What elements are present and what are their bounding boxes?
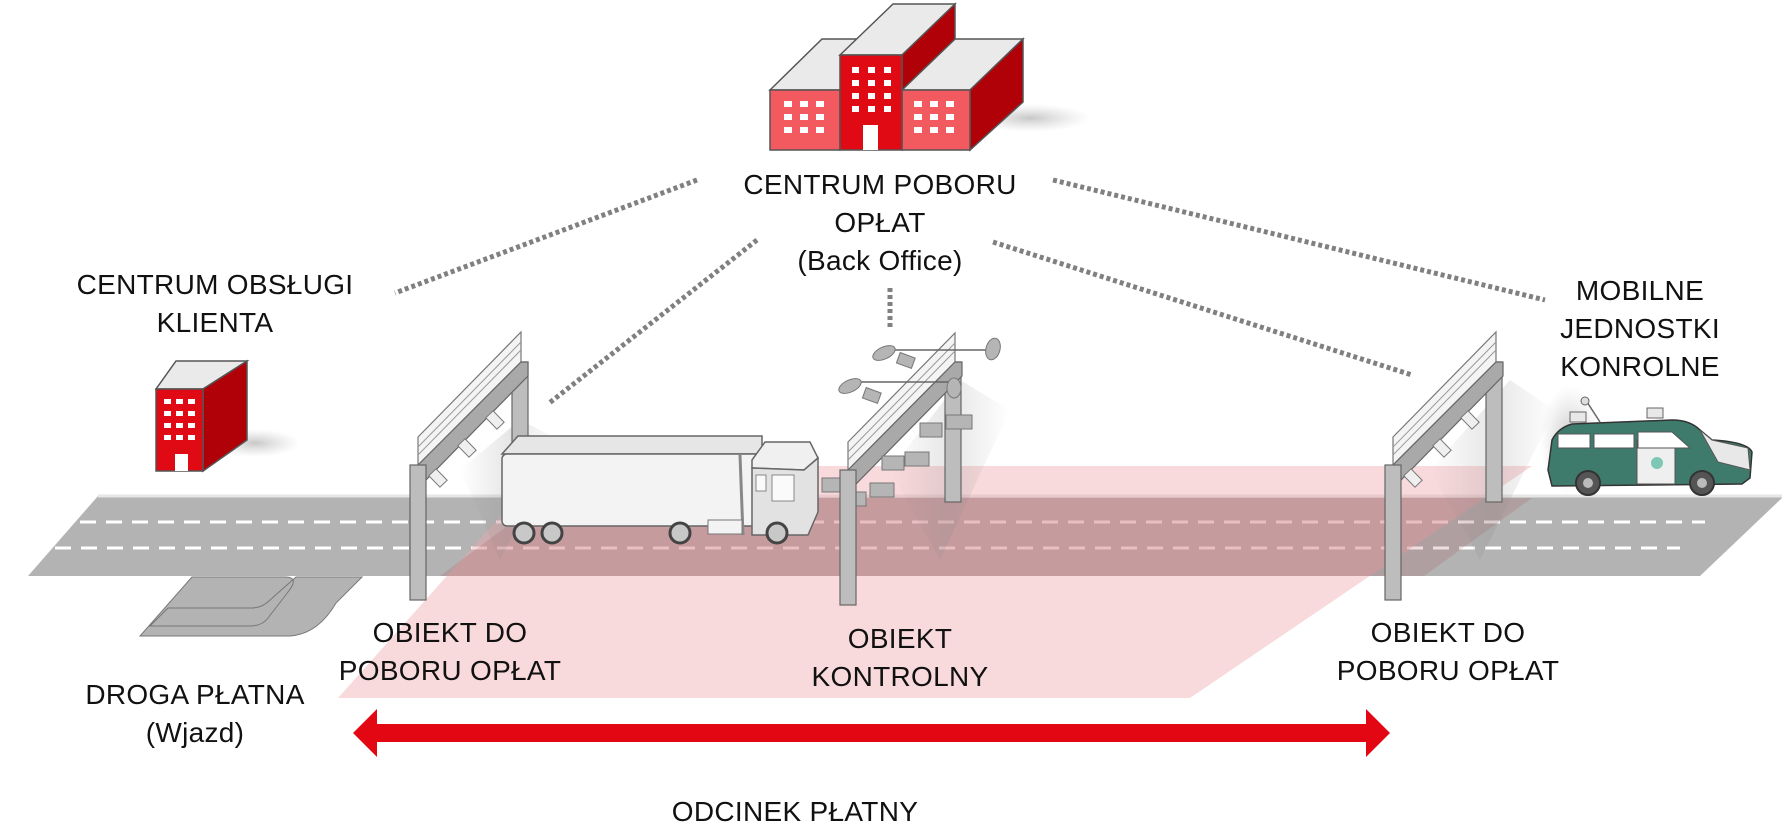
toll-gantry-right-line1: OBIEKT DO <box>1370 617 1526 648</box>
mobile-units-line2: JEDNOSTKI <box>1560 313 1720 344</box>
patrol-car-icon[interactable] <box>1540 385 1753 496</box>
office-building-icon[interactable] <box>154 359 300 473</box>
back-office-label: CENTRUM POBORU OPŁAT (Back Office) <box>715 166 1045 280</box>
toll-section-label: ODCINEK PŁATNY <box>660 793 930 831</box>
connector-toll-gantry-left <box>546 238 759 406</box>
toll-road-entry-line2: (Wjazd) <box>145 717 245 748</box>
truck-icon[interactable] <box>500 435 819 545</box>
customer-center-label: CENTRUM OBSŁUGI KLIENTA <box>55 266 375 342</box>
car-window <box>1637 431 1692 449</box>
gantry-antennas <box>1403 410 1480 488</box>
camera-arms <box>854 349 990 383</box>
car-antenna-tip <box>1580 396 1590 406</box>
cab-window <box>771 474 795 502</box>
car-window <box>1557 433 1591 449</box>
control-gantry[interactable] <box>821 331 1003 606</box>
connector-toll-gantry-right <box>992 239 1413 378</box>
car-emblem <box>1651 457 1663 469</box>
entry-ramp <box>138 576 364 637</box>
car-hood <box>1699 429 1751 471</box>
connector-mobile-units <box>1052 177 1546 303</box>
office-complex-icon[interactable] <box>768 2 1090 152</box>
control-gantry-label: OBIEKT KONTROLNY <box>760 620 1040 696</box>
mobile-units-label: MOBILNE JEDNOSTKI KONROLNE <box>1530 272 1750 386</box>
toll-gantry-left-line2: POBORU OPŁAT <box>338 655 562 686</box>
windows <box>784 67 954 150</box>
gantry-front-post <box>839 469 857 606</box>
toll-gantry-left-label: OBIEKT DO POBORU OPŁAT <box>320 614 580 690</box>
mobile-units-line1: MOBILNE <box>1575 275 1705 306</box>
control-gantry-line1: OBIEKT <box>847 623 953 654</box>
door <box>863 125 878 150</box>
toll-gantry-right-line2: POBORU OPŁAT <box>1336 655 1560 686</box>
door <box>175 454 188 471</box>
toll-gantry-right-label: OBIEKT DO POBORU OPŁAT <box>1318 614 1578 690</box>
road-surface <box>28 496 1782 576</box>
fuel-tank <box>707 519 743 535</box>
toll-road-entry-label: DROGA PŁATNA (Wjazd) <box>60 676 330 752</box>
customer-center-line2: KLIENTA <box>156 307 274 338</box>
toll-section-text: ODCINEK PŁATNY <box>671 796 919 827</box>
toll-gantry-left-line1: OBIEKT DO <box>372 617 528 648</box>
gantry-front-post <box>409 464 427 601</box>
trailer-body <box>501 453 761 527</box>
back-office-title-line1: CENTRUM POBORU <box>743 169 1017 200</box>
gantry-antennas <box>428 410 505 488</box>
cab-window <box>755 474 767 492</box>
back-office-title-line2: OPŁAT <box>834 207 926 238</box>
connector-customer-center <box>394 177 698 296</box>
gantry-front-post <box>1384 464 1402 601</box>
customer-center-line1: CENTRUM OBSŁUGI <box>76 269 354 300</box>
control-gantry-line2: KONTROLNY <box>811 661 989 692</box>
car-antenna <box>1586 401 1601 423</box>
double-arrow-icon <box>353 709 1390 757</box>
back-office-subtitle: (Back Office) <box>797 245 963 276</box>
toll-section-arrow <box>353 709 1390 757</box>
mobile-units-line3: KONROLNE <box>1560 351 1720 382</box>
wheels <box>512 521 789 545</box>
windows <box>164 399 195 471</box>
toll-gantry-right[interactable] <box>1384 330 1504 601</box>
connectors <box>394 177 1546 406</box>
car-window <box>1593 433 1635 449</box>
car-wheels <box>1575 470 1715 496</box>
toll-road-entry-line1: DROGA PŁATNA <box>85 679 305 710</box>
roof-lights <box>1569 407 1664 423</box>
trailer-top <box>500 435 763 455</box>
